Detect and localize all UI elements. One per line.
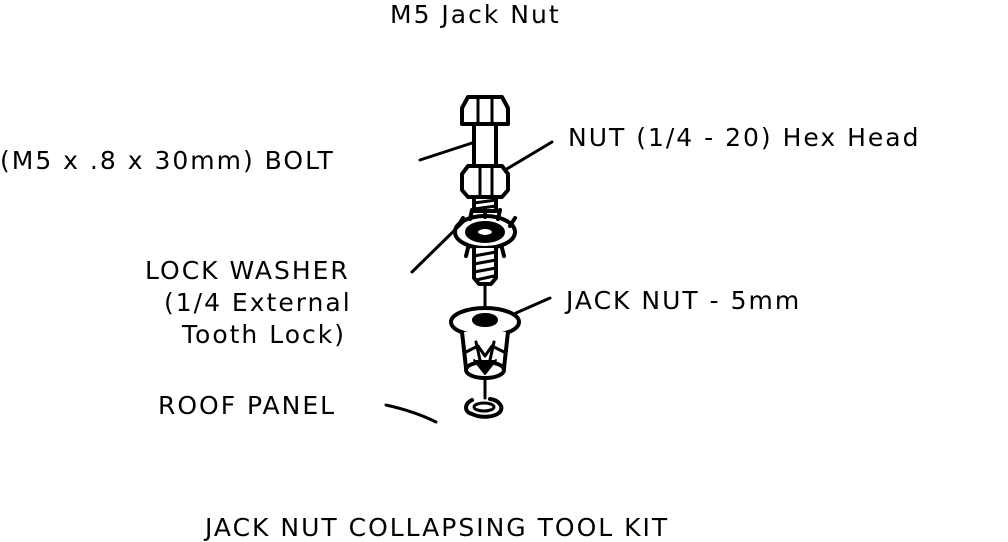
label-lock-washer-line3: Tooth Lock) xyxy=(182,320,346,349)
leader-nut xyxy=(503,140,554,172)
leader-roof-panel xyxy=(384,403,438,424)
label-roof-panel: ROOF PANEL xyxy=(158,391,337,420)
label-lock-washer-line1: LOCK WASHER xyxy=(145,256,350,285)
leader-lock-washer xyxy=(410,220,465,274)
diagram-title: M5 Jack Nut xyxy=(390,0,561,29)
label-jack-nut: JACK NUT - 5mm xyxy=(566,286,802,315)
roof-panel-shape xyxy=(464,397,504,419)
diagram-caption: JACK NUT COLLAPSING TOOL KIT xyxy=(205,513,670,542)
label-lock-washer-line2: (1/4 External xyxy=(164,288,352,317)
label-nut: NUT (1/4 - 20) Hex Head xyxy=(568,123,921,152)
bolt-thread-lower xyxy=(472,246,498,314)
label-bolt: (M5 x .8 x 30mm) BOLT xyxy=(0,146,335,175)
leader-jack-nut xyxy=(514,296,552,315)
jack-nut-shape xyxy=(449,306,521,400)
hex-nut-shape xyxy=(460,164,510,199)
leader-lines xyxy=(384,140,554,424)
bolt-shape xyxy=(460,95,510,170)
leader-bolt xyxy=(418,141,474,162)
